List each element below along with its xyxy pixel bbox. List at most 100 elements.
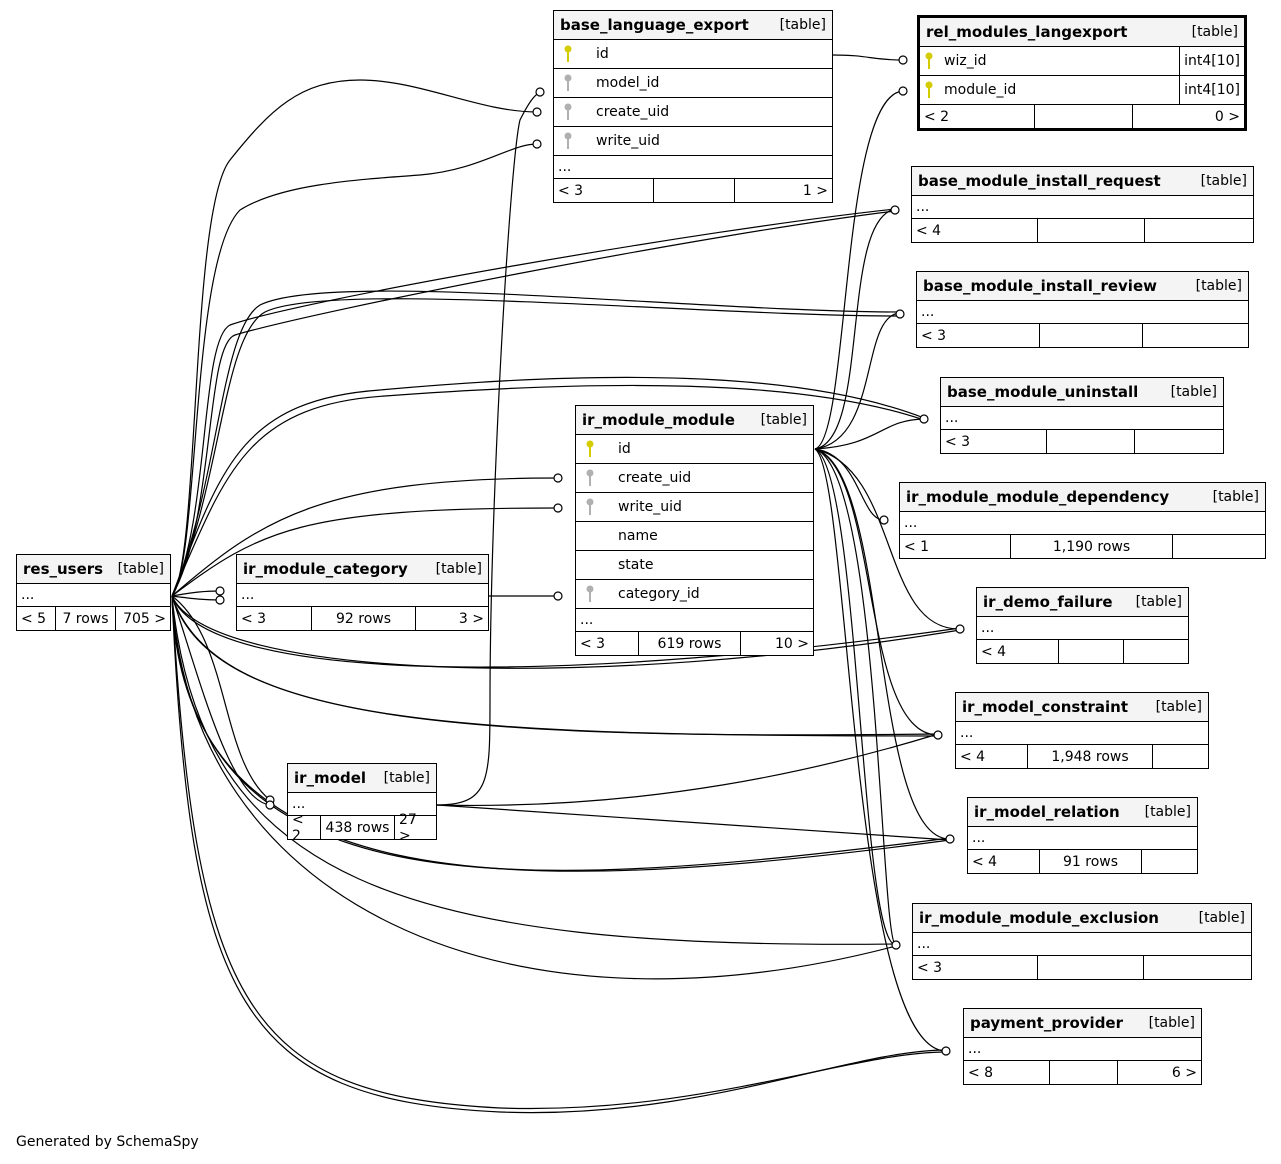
table-ir-module-module-exclusion[interactable]: ir_module_module_exclusion[table] ... < … [912,903,1252,980]
edge-imm-to-imme [814,448,897,946]
primary-key-icon [925,52,933,69]
table-name: rel_modules_langexport [926,23,1128,41]
children-count [1143,324,1248,347]
table-type: [table] [1195,278,1242,294]
table-name: ir_demo_failure [983,593,1113,611]
table-base-language-export[interactable]: base_language_export[table] id model_id … [553,10,833,203]
edge-irmodel-to-ble-model [436,91,541,806]
more-columns: ... [904,515,918,531]
parents-count: < 4 [956,745,1028,768]
edge-imm-to-bmu [814,418,925,450]
edge-res-to-imm-write [171,507,559,597]
table-type: [table] [117,561,164,577]
table-name: base_language_export [560,16,749,34]
foreign-key-icon [586,498,594,515]
more-columns: ... [968,1041,982,1057]
table-name: ir_module_module_exclusion [919,909,1159,927]
table-base-module-install-review[interactable]: base_module_install_review[table] ... < … [916,271,1249,348]
foreign-key-icon [564,132,572,149]
table-ir-module-module-dependency[interactable]: ir_module_module_dependency[table] ... <… [899,482,1266,559]
row-count [654,179,735,202]
row-count: 91 rows [1040,850,1142,873]
row-count [1059,640,1124,663]
children-count: 0 > [1214,108,1240,125]
children-count [1124,640,1188,663]
table-type: [table] [1155,699,1202,715]
table-type: [table] [1170,384,1217,400]
table-base-module-install-request[interactable]: base_module_install_request[table] ... <… [911,166,1254,243]
column-wiz-id: wiz_id [944,53,987,69]
row-count [1035,105,1133,128]
more-columns: ... [580,612,594,628]
edge-imm-to-imr [814,448,951,840]
edge-imm-to-bmirev [814,312,901,450]
row-count [1047,430,1135,453]
children-count: 10 > [775,635,809,652]
table-type: [table] [1148,1015,1195,1031]
more-columns: ... [921,304,935,320]
table-type: [table] [1212,489,1259,505]
edge-res-to-bmu-1 [171,376,925,597]
row-count: 1,948 rows [1028,745,1153,768]
table-name: base_module_uninstall [947,383,1139,401]
generated-by-footer: Generated by SchemaSpy [16,1134,199,1150]
edge-res-to-bmirev-1 [171,290,901,597]
more-columns: ... [241,587,255,603]
table-base-module-uninstall[interactable]: base_module_uninstall[table] ... < 3 [940,377,1224,454]
column-model-id: model_id [596,75,660,91]
more-columns: ... [960,725,974,741]
parents-count: < 3 [913,956,1038,979]
edge-res-to-cat-2 [171,595,221,601]
table-name: base_module_install_request [918,172,1161,190]
edge-res-to-bmirev-2 [171,298,901,597]
column-module-id: module_id [944,82,1017,98]
row-count: 7 rows [56,607,116,630]
table-ir-module-module[interactable]: ir_module_module[table] id create_uid wr… [575,405,814,656]
children-count [1145,219,1253,242]
table-name: ir_module_category [243,560,408,578]
parents-count: < 3 [941,430,1047,453]
children-count [1142,850,1197,873]
table-name: ir_model_relation [974,803,1120,821]
table-type: [table] [1191,24,1238,40]
table-type: [table] [760,412,807,428]
row-count [1038,956,1144,979]
edge-res-to-imme-1 [171,595,897,945]
table-name: ir_module_module [582,411,735,429]
parents-count: < 3 [576,632,639,655]
edge-res-to-pp-2 [171,595,947,1110]
edge-res-to-bmir-2 [171,210,896,597]
more-columns: ... [972,830,986,846]
parents-count: < 3 [237,607,312,630]
row-count [1050,1061,1118,1084]
children-count: 27 > [399,811,417,844]
more-columns: ... [21,587,35,603]
parents-count: < 2 [288,812,321,844]
row-count: 92 rows [312,607,416,630]
foreign-key-icon [564,103,572,120]
column-id: id [618,441,631,457]
column-create-uid: create_uid [596,104,670,120]
table-ir-demo-failure[interactable]: ir_demo_failure[table] ... < 4 [976,587,1189,664]
column-category-id: category_id [618,586,700,602]
more-columns: ... [917,936,931,952]
column-state: state [618,557,654,573]
table-name: res_users [23,560,104,578]
column-write-uid: write_uid [596,133,660,149]
edge-imm-to-imme-2 [814,448,897,946]
edge-imm-id-to-rel-module [814,90,904,450]
more-columns: ... [558,159,572,175]
table-type: [table] [1200,173,1247,189]
children-count [1144,956,1251,979]
row-count: 438 rows [321,816,395,839]
table-type: [table] [779,17,826,33]
column-write-uid: write_uid [618,499,682,515]
